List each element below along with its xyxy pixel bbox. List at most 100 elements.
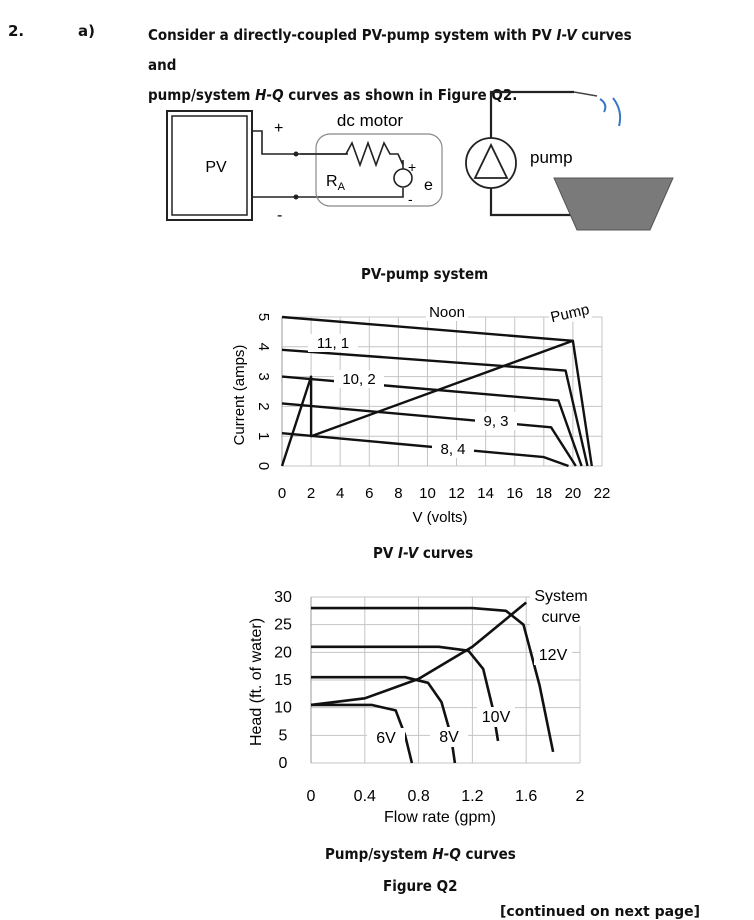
continued-note: [continued on next page] xyxy=(500,904,700,920)
y-tick-label: 2 xyxy=(255,402,272,410)
iv-label-group: 9, 3 xyxy=(475,412,517,430)
hq-label-bg xyxy=(477,707,515,727)
x-tick-label: 4 xyxy=(336,485,344,502)
system-curve-label-line2: curve xyxy=(541,609,580,626)
series-line-12v xyxy=(311,606,555,753)
inlet-pipe xyxy=(489,188,598,217)
y-tick-label: 3 xyxy=(255,372,272,380)
y-tick-label: 4 xyxy=(255,343,272,351)
series-line-11-1 xyxy=(281,348,589,467)
iv-curve-label: Noon xyxy=(429,304,465,321)
dc-motor-label: dc motor xyxy=(337,111,403,130)
resistor-ra xyxy=(300,140,404,168)
x-tick-label: 12 xyxy=(448,485,465,502)
water-stream-2 xyxy=(612,97,622,127)
water-stream-1 xyxy=(599,98,607,113)
y-tick-label: 1 xyxy=(255,432,272,440)
pv-pump-caption: PV-pump system xyxy=(361,265,489,283)
y-tick-label: 0 xyxy=(255,462,272,470)
pv-label: PV xyxy=(205,159,227,176)
question-text: Consider a directly-coupled PV-pump syst… xyxy=(148,20,652,110)
question-line-1: Consider a directly-coupled PV-pump syst… xyxy=(148,26,632,74)
x-tick-label: 16 xyxy=(506,485,523,502)
x-tick-label: 0 xyxy=(307,788,316,805)
pump-label: pump xyxy=(530,148,573,167)
plus-sign-emf: + xyxy=(408,159,416,175)
series-line-system-curve xyxy=(310,601,528,707)
x-tick-label: 14 xyxy=(477,485,494,502)
question-line-2: pump/system H-Q curves as shown in Figur… xyxy=(148,86,518,104)
iv-curve-label: 8, 4 xyxy=(440,441,465,458)
y-tick-label: 20 xyxy=(274,644,292,661)
hq-caption: Pump/system H-Q curves xyxy=(325,845,516,863)
pv-box-outer xyxy=(166,110,253,221)
iv-label-bg xyxy=(426,303,468,321)
iv-caption: PV I-V curves xyxy=(373,544,474,562)
plus-sign-pv: + xyxy=(274,120,283,137)
x-tick-label: 20 xyxy=(565,485,582,502)
question-number: 2. xyxy=(8,22,25,40)
hq-x-axis-label: Flow rate (gpm) xyxy=(384,809,496,826)
pv-box-inner xyxy=(171,115,248,216)
iv-label-group: 8, 4 xyxy=(432,440,474,458)
iv-curve-labels: Noon 11, 1 10, 2 9, 3 8, 4 Pump xyxy=(308,299,593,458)
x-tick-label: 18 xyxy=(535,485,552,502)
hq-y-axis-label: Head (ft. of water) xyxy=(248,618,265,746)
terminal-node-2 xyxy=(293,194,299,200)
outlet-pipe xyxy=(489,90,574,138)
hq-label-bg xyxy=(534,645,572,665)
x-tick-label: 0.4 xyxy=(354,788,376,805)
x-tick-label: 0.8 xyxy=(407,788,429,805)
x-tick-label: 2 xyxy=(576,788,585,805)
iv-label-group: Pump xyxy=(547,299,593,327)
iv-label-bg xyxy=(432,440,474,458)
iv-label-group: 10, 2 xyxy=(334,370,384,388)
series-line-6v xyxy=(311,703,414,764)
x-tick-label: 6 xyxy=(365,485,373,502)
minus-sign-pv: - xyxy=(277,207,282,224)
series-line-pump xyxy=(280,339,574,467)
minus-sign-emf: - xyxy=(408,191,413,207)
system-label-bg xyxy=(530,586,592,626)
iv-label-bg xyxy=(308,334,358,352)
iv-y-axis-label: Current (amps) xyxy=(231,345,248,446)
x-tick-label: 10 xyxy=(419,485,436,502)
x-tick-label: 2 xyxy=(307,485,315,502)
hq-voltage-label: 8V xyxy=(439,729,459,746)
y-tick-label: 10 xyxy=(274,700,292,717)
series-line-8v xyxy=(311,675,457,764)
series-line-8-4 xyxy=(281,432,569,468)
iv-curve-label: 9, 3 xyxy=(483,413,508,430)
x-tick-label: 22 xyxy=(594,485,611,502)
x-tick-label: 0 xyxy=(278,485,286,502)
series-line-9-3 xyxy=(281,402,577,467)
series-line-10v xyxy=(311,645,500,742)
iv-label-group: 11, 1 xyxy=(308,334,358,352)
dc-motor-box xyxy=(315,133,443,207)
water-tank xyxy=(553,177,674,231)
y-tick-label: 0 xyxy=(279,755,288,772)
question-part: a) xyxy=(78,22,95,40)
iv-curve-label: 10, 2 xyxy=(342,371,375,388)
y-tick-label: 30 xyxy=(274,589,292,606)
hq-label-bg xyxy=(430,727,468,747)
terminal-node-1 xyxy=(293,151,299,157)
y-tick-label: 25 xyxy=(274,617,292,634)
iv-x-axis-label: V (volts) xyxy=(412,509,467,526)
iv-label-bg xyxy=(547,299,593,327)
pump-triangle xyxy=(473,142,509,179)
e-label: e xyxy=(424,177,433,194)
hq-voltage-label: 6V xyxy=(376,730,396,747)
iv-label-bg xyxy=(475,412,517,430)
hq-voltage-label: 12V xyxy=(539,647,568,664)
y-tick-label: 5 xyxy=(255,313,272,321)
pv-pump-schematic: PV + - dc motor RA + - e pump xyxy=(166,90,674,231)
iv-label-group: Noon xyxy=(426,303,468,321)
y-tick-label: 5 xyxy=(279,727,288,744)
outlet-pipe-end xyxy=(573,91,598,97)
